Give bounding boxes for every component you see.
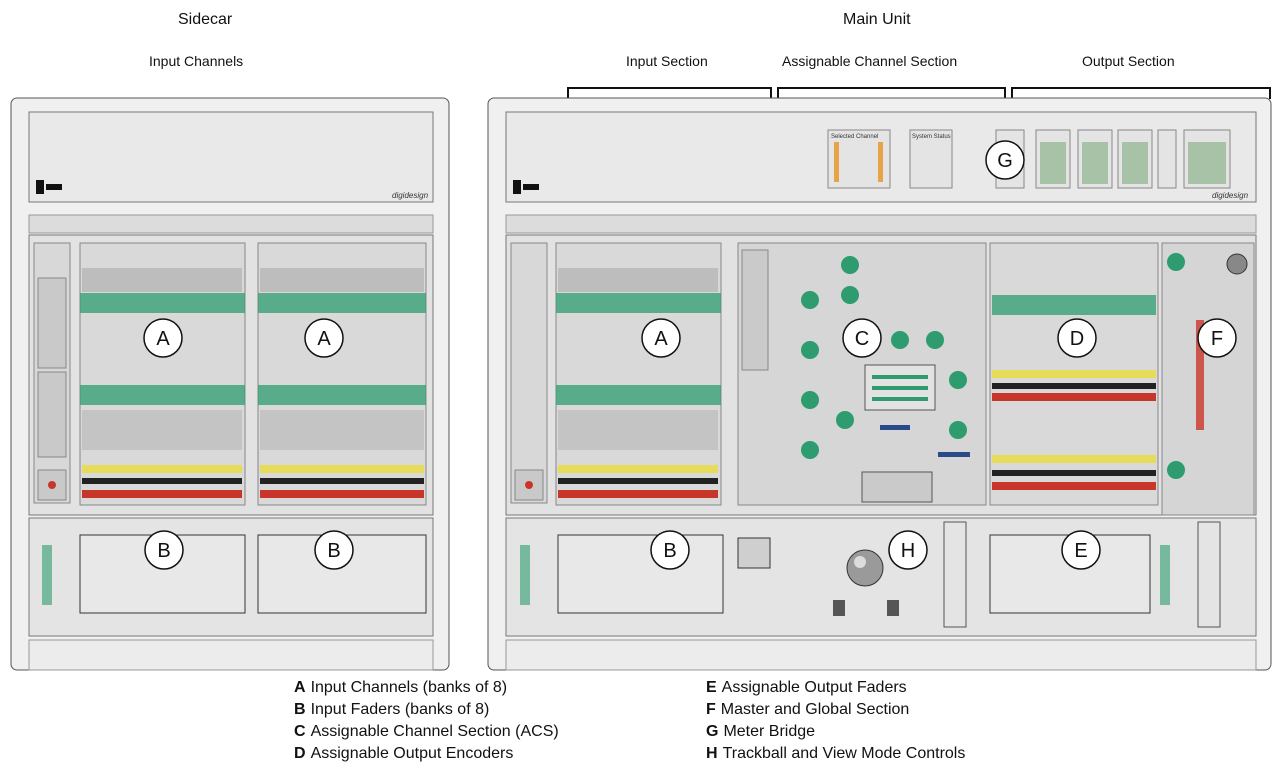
main-brand-logo: digidesign	[1212, 191, 1249, 200]
svg-text:B: B	[157, 540, 170, 562]
svg-text:D: D	[1070, 328, 1084, 350]
svg-text:A: A	[654, 328, 668, 350]
console-diagram: digidesign	[0, 0, 1274, 680]
callout-f: F	[1198, 319, 1236, 357]
selected-channel-label: Selected Channel	[831, 134, 878, 140]
callout-h: H	[889, 531, 927, 569]
sidecar-unit: digidesign	[11, 98, 449, 670]
callout-g: G	[986, 141, 1024, 179]
svg-text:G: G	[997, 150, 1013, 172]
sidecar-faders	[42, 535, 426, 613]
svg-text:F: F	[1211, 328, 1223, 350]
callout-a-1: A	[144, 319, 182, 357]
callout-c: C	[843, 319, 881, 357]
output-section-panel	[990, 243, 1158, 505]
main-input-strips	[511, 243, 721, 505]
callout-b-2: B	[315, 531, 353, 569]
svg-text:E: E	[1074, 540, 1087, 562]
callout-d: D	[1058, 319, 1096, 357]
svg-text:C: C	[855, 328, 869, 350]
svg-text:H: H	[901, 540, 915, 562]
callout-e: E	[1062, 531, 1100, 569]
svg-text:A: A	[317, 328, 331, 350]
brand-logo: digidesign	[392, 191, 429, 200]
svg-text:A: A	[156, 328, 170, 350]
master-global-panel	[1162, 243, 1254, 515]
callout-b-3: B	[651, 531, 689, 569]
svg-text:B: B	[663, 540, 676, 562]
main-unit: digidesign Selected Channel System Statu…	[488, 98, 1271, 670]
acs-panel	[738, 243, 986, 505]
callout-b-1: B	[145, 531, 183, 569]
callout-a-2: A	[305, 319, 343, 357]
section-brackets	[568, 88, 1270, 99]
sidecar-strips	[34, 243, 426, 505]
callout-a-3: A	[642, 319, 680, 357]
system-status-label: System Status	[912, 134, 951, 140]
svg-text:B: B	[327, 540, 340, 562]
